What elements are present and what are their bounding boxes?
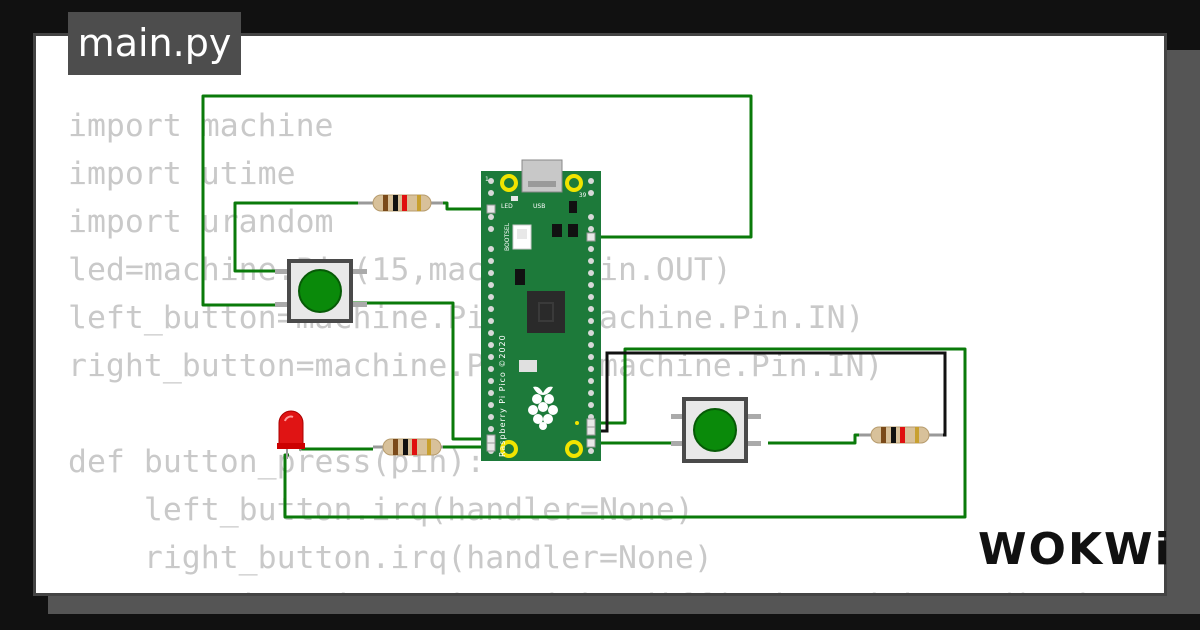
code-listing: import machine import utime import urandom… (68, 102, 1164, 593)
mounting-hole (500, 174, 518, 192)
usb-connector (521, 159, 563, 193)
raspberry-logo-icon (528, 386, 558, 430)
pushbutton-right[interactable] (671, 397, 761, 463)
led-red (277, 410, 305, 459)
pushbutton-left[interactable] (275, 259, 367, 323)
led-label: LED (501, 203, 513, 210)
wire-right-button-to-resistor (768, 433, 871, 445)
code-line: led=machine.Pin(15,machine.Pin.OUT) (68, 252, 732, 288)
wire-ground (591, 351, 947, 437)
resistor-bottom-left (373, 438, 443, 456)
code-line: def button_press(pin): (68, 444, 486, 480)
circuit-diagram: 1 39 LED USB BOOTSEL (201, 94, 967, 519)
wire-left-resistor (233, 201, 358, 273)
wire-bottom-loop (283, 347, 967, 519)
resistor-top-left (358, 194, 443, 212)
code-line: reaction_time=utime.ticks_diff(utime.tic… (68, 582, 1164, 593)
usb-label: USB (533, 203, 545, 210)
pin-holes (488, 178, 594, 454)
mounting-hole (565, 440, 583, 458)
pin-label-39: 39 (579, 192, 587, 199)
onboard-led (511, 196, 518, 201)
mounting-hole (565, 174, 583, 192)
code-line: import utime (68, 156, 296, 192)
code-line: left_button.irq(handler=None) (68, 492, 694, 528)
code-line: right_button.irq(handler=None) (68, 540, 713, 576)
flash-chip (519, 360, 537, 372)
wire-left-button-to-pico (353, 301, 493, 441)
rp2040-chip (527, 291, 565, 333)
wires (201, 94, 967, 519)
pin-label-1: 1 (485, 176, 489, 183)
wire-top-loop (201, 94, 753, 307)
resistor-right (859, 426, 943, 444)
file-tab[interactable]: main.py (68, 12, 241, 75)
code-line: left_button=machine.Pin(14,machine.Pin.I… (68, 300, 865, 336)
code-line: import machine (68, 108, 334, 144)
wire-resistor-to-pico (443, 201, 493, 211)
bootsel-label: BOOTSEL (504, 222, 511, 251)
wokwi-logo: WOKWi (978, 524, 1172, 575)
code-line: import urandom (68, 204, 334, 240)
active-pins (486, 204, 596, 452)
pico-board: 1 39 LED USB BOOTSEL (481, 159, 601, 461)
project-card: import machine import utime import urandom… (33, 33, 1167, 596)
board-label: Raspberry Pi Pico ©2020 (498, 334, 507, 457)
mounting-hole (500, 440, 518, 458)
